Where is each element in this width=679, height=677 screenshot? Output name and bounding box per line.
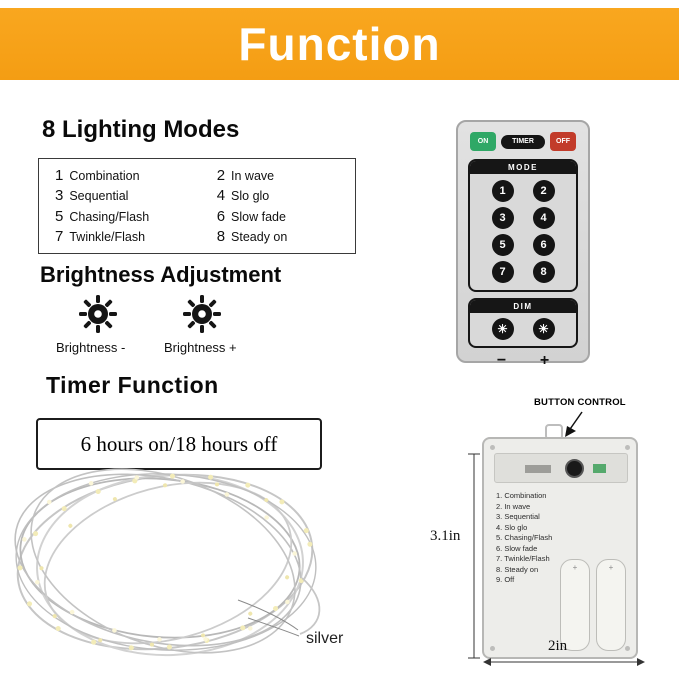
bb-mode-item: 4. Slo glo (496, 522, 528, 532)
timer-value-box: 6 hours on/18 hours off (36, 418, 322, 470)
remote-mode-button-7: 7 (491, 261, 514, 283)
brightness-minus-label: Brightness - (56, 340, 126, 355)
bb-mode-item: 6. Slow fade (496, 543, 538, 553)
sun-icon: ☀ (497, 322, 508, 336)
remote-mode-button-4: 4 (532, 207, 555, 229)
mode-item: 3 Sequential (55, 187, 217, 204)
mode-item: 5 Chasing/Flash (55, 208, 217, 225)
battery-box-mode-list: 1. Combination 2. In wave 3. Sequential … (496, 491, 552, 586)
battery-slot: + (560, 559, 590, 651)
mode-number: 1 (55, 166, 64, 184)
remote-dim-header: DIM (470, 300, 576, 313)
mode-item: 1 Combination (55, 167, 217, 184)
plus-sign: + (539, 352, 550, 369)
control-button (565, 459, 584, 478)
remote-mode-button-3: 3 (491, 207, 514, 229)
width-dimension-label: 2in (548, 638, 568, 654)
mode-number: 7 (55, 228, 64, 246)
screw-icon (490, 445, 495, 450)
bb-mode-item: 7. Twinkle/Flash (496, 554, 550, 563)
mode-number: 6 (216, 207, 226, 225)
remote-power-row: ON TIMER OFF (468, 132, 578, 151)
minus-sign: − (496, 352, 507, 369)
circuit-chip (593, 464, 606, 473)
bb-mode-item: 1. Combination (496, 491, 547, 500)
mode-number: 5 (55, 207, 64, 225)
mode-label: Combination (69, 168, 140, 183)
timer-heading: Timer Function (46, 372, 219, 398)
battery-box-image: 1. Combination 2. In wave 3. Sequential … (482, 437, 638, 659)
remote-timer-button: TIMER (501, 134, 545, 149)
mode-item: 4 Slo glo (217, 187, 349, 204)
mode-item: 7 Twinkle/Flash (55, 228, 217, 245)
brightness-heading: Brightness Adjustment (40, 262, 282, 287)
mode-label: In wave (231, 168, 275, 183)
bb-mode-item: 8. Steady on (496, 564, 539, 574)
remote-control-image: ON TIMER OFF MODE 1 2 3 4 5 6 7 8 DIM ☀ … (456, 120, 590, 369)
screw-icon (490, 646, 495, 651)
dim-minus-sun-icon: ☀ (491, 318, 514, 340)
timer-value: 6 hours on/18 hours off (80, 431, 278, 456)
bb-mode-item: 9. Off (496, 575, 515, 584)
mode-number: 2 (216, 166, 226, 184)
mode-label: Chasing/Flash (69, 209, 150, 224)
mode-label: Sequential (69, 189, 129, 204)
remote-dim-buttons: ☀ ☀ (470, 313, 576, 346)
battery-slot: + (596, 559, 626, 651)
height-dimension-label: 3.1in (430, 528, 461, 544)
bb-mode-item: 5. Chasing/Flash (496, 533, 553, 542)
sun-icon: ☀ (538, 322, 549, 336)
mode-label: Twinkle/Flash (69, 230, 146, 245)
remote-mode-button-1: 1 (491, 180, 514, 202)
string-lights-image (14, 468, 321, 657)
mode-item: 6 Slow fade (217, 208, 349, 225)
wire-color-label: silver (306, 630, 344, 647)
remote-mode-button-8: 8 (532, 261, 555, 283)
bb-mode-item: 3. Sequential (496, 512, 540, 521)
mode-label: Slow fade (231, 209, 286, 224)
remote-minus-plus-row: − + (468, 352, 578, 370)
mode-number: 3 (55, 187, 64, 205)
mode-item: 2 In wave (217, 167, 349, 184)
brightness-plus-label: Brightness + (164, 340, 237, 355)
battery-polarity: + (572, 563, 578, 572)
remote-on-button: ON (470, 132, 496, 151)
banner: Function (0, 8, 679, 80)
remote-mode-header: MODE (470, 161, 576, 174)
page-title: Function (238, 18, 441, 70)
screw-icon (625, 445, 630, 450)
bb-mode-item: 2. In wave (496, 501, 531, 511)
remote-mode-button-6: 6 (532, 234, 555, 256)
remote-dim-section: DIM ☀ ☀ (468, 298, 578, 348)
brightness-plus-sun-icon (183, 295, 221, 333)
brightness-minus-sun-icon (79, 295, 117, 333)
button-control-caption: BUTTON CONTROL (534, 397, 626, 408)
height-dimension-line (468, 453, 480, 659)
dim-plus-sun-icon: ☀ (532, 318, 555, 340)
battery-box-top-panel (494, 453, 628, 483)
wire-block (525, 465, 551, 473)
screw-icon (625, 646, 630, 651)
remote-mode-button-5: 5 (491, 234, 514, 256)
mode-number: 4 (216, 187, 226, 205)
mode-number: 8 (216, 228, 226, 246)
battery-polarity: + (608, 563, 614, 572)
width-dimension-line (483, 658, 645, 666)
down-arrow-icon (565, 411, 583, 437)
lighting-modes-table: 1 Combination 2 In wave 3 Sequential 4 Slo g… (38, 158, 356, 254)
remote-mode-button-2: 2 (532, 180, 555, 202)
remote-mode-section: MODE 1 2 3 4 5 6 7 8 (468, 159, 578, 292)
remote-off-button: OFF (550, 132, 576, 151)
remote-mode-buttons: 1 2 3 4 5 6 7 8 (470, 174, 576, 290)
lighting-modes-heading: 8 Lighting Modes (42, 116, 240, 143)
mode-item: 8 Steady on (217, 228, 349, 245)
mode-label: Slo glo (231, 189, 270, 204)
mode-label: Steady on (231, 230, 288, 245)
